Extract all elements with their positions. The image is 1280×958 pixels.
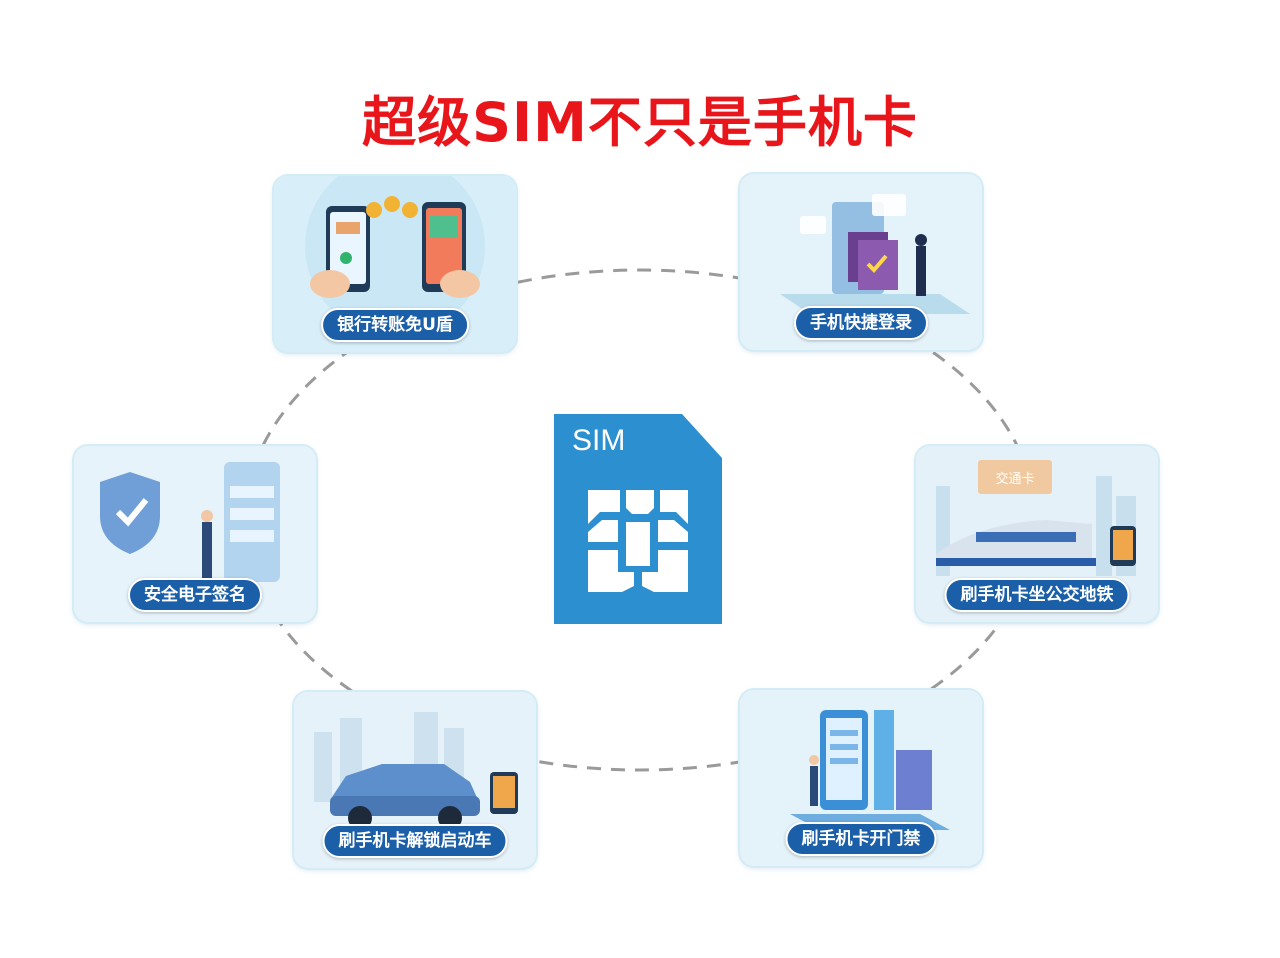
sim-label: SIM [572, 424, 626, 457]
card-car-unlock[interactable]: 刷手机卡解锁启动车 [294, 692, 536, 868]
card-door-access[interactable]: 刷手机卡开门禁 [740, 690, 982, 866]
card-e-signature[interactable]: 安全电子签名 [74, 446, 316, 622]
page-title: 超级SIM不只是手机卡 [362, 91, 918, 154]
card-bank-transfer[interactable]: 银行转账免U盾 [274, 176, 516, 352]
transit-card [978, 460, 1052, 494]
card-metro[interactable]: 交通卡 刷手机卡坐公交地铁 [916, 446, 1158, 622]
transit-card-label: 交通卡 [995, 471, 1034, 487]
card-label: 银行转账免U盾 [321, 308, 469, 342]
card-label: 安全电子签名 [128, 578, 262, 612]
card-label: 刷手机卡解锁启动车 [322, 824, 508, 858]
phone-transfer-illustration [274, 176, 516, 352]
sim-card-icon: SIM [554, 414, 722, 624]
card-label: 手机快捷登录 [794, 306, 928, 340]
card-label: 刷手机卡坐公交地铁 [944, 578, 1130, 612]
card-label: 刷手机卡开门禁 [785, 822, 937, 856]
card-quick-login[interactable]: 手机快捷登录 [740, 174, 982, 350]
